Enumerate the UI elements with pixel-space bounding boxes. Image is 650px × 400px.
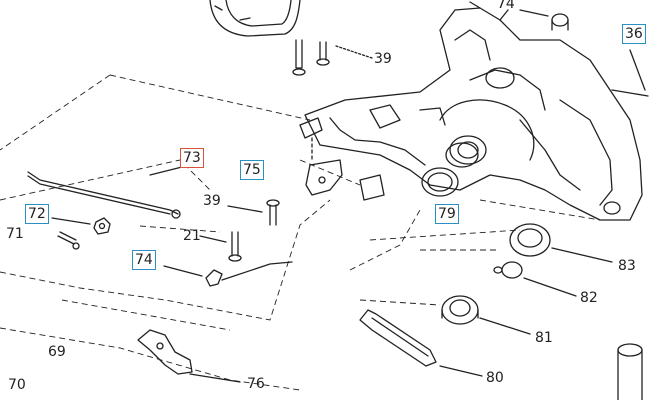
label-80[interactable]: 80 [486,370,504,386]
nut-72 [51,217,111,235]
bearing-79 [359,142,479,201]
label-74[interactable]: 74 [132,250,156,270]
tube-part [617,343,643,400]
label-76[interactable]: 76 [247,376,265,392]
label-21[interactable]: 21 [183,228,201,244]
label-72[interactable]: 72 [25,204,49,224]
label-83[interactable]: 83 [618,258,636,274]
label-39-mid[interactable]: 39 [203,193,221,209]
label-82[interactable]: 82 [580,290,598,306]
label-79[interactable]: 79 [435,204,459,224]
label-39-top[interactable]: 39 [374,51,392,67]
part-80 [359,309,483,377]
label-75[interactable]: 75 [240,160,264,180]
bushing-top [519,9,569,31]
label-81[interactable]: 81 [535,330,553,346]
screw-71 [57,231,80,250]
screw-39-mid [227,199,280,226]
rod-36 [611,49,649,97]
bracket-75 [299,117,343,196]
assembly-lines [0,74,601,391]
lever-74 [163,261,293,287]
label-69[interactable]: 69 [48,344,66,360]
crankcase [304,1,643,221]
label-74-top[interactable]: 74 [497,0,515,12]
label-71[interactable]: 71 [6,226,24,242]
label-73[interactable]: 73 [180,148,204,168]
screw-21 [199,231,242,262]
part-82 [493,261,577,297]
part-83 [509,223,613,263]
part-76 [137,329,241,383]
screw-39-top [292,39,373,76]
label-36[interactable]: 36 [622,24,646,44]
label-70[interactable]: 70 [8,377,26,393]
part-81 [441,295,531,335]
cable-73 [27,164,191,219]
handle-fragment [209,0,301,37]
